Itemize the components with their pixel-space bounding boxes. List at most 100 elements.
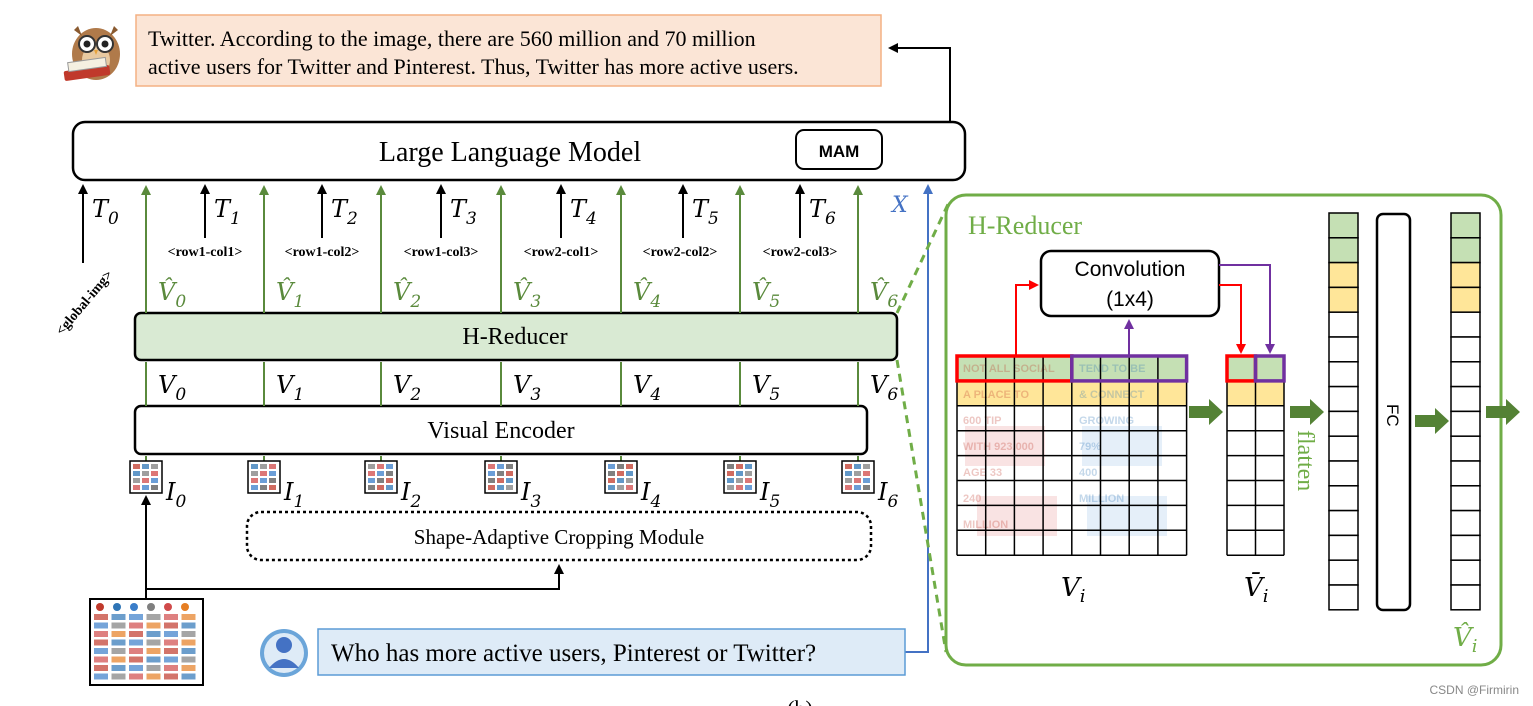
fc-box: [1375, 212, 1412, 612]
watermark: CSDN @Firmirin: [1429, 683, 1519, 697]
h-reducer-box: [133, 311, 899, 362]
vbar-feature-grid: [1225, 354, 1286, 556]
i-label-2: I2: [400, 478, 421, 512]
crop-tile-1: [247, 460, 281, 494]
global-img-tag: <global-img>: [54, 268, 117, 339]
mam-label: MAM: [819, 142, 860, 161]
red-path-out: [1219, 284, 1246, 354]
purple-path-out: [1219, 264, 1275, 354]
i-label-6: I6: [877, 478, 898, 512]
i-label-5: I5: [759, 478, 780, 512]
image-to-cropping-arrow: [146, 564, 564, 590]
position-tag-2: <row1-col2>: [285, 245, 360, 260]
v-label-5: V5: [752, 371, 780, 405]
input-image-thumbnail: [89, 598, 204, 686]
vhat-label-0: V̂0: [158, 278, 186, 312]
x-label: X: [890, 193, 909, 218]
vhat-label-2: V̂2: [393, 278, 421, 312]
patch-text-11: MILLION: [1079, 493, 1124, 505]
token-label-6: T6: [809, 195, 836, 229]
convolution-label-1: Convolution: [1075, 258, 1186, 281]
mam-box: [795, 129, 883, 170]
token-label-3: T3: [450, 195, 477, 229]
v-label-1: V1: [276, 371, 304, 405]
token-label-0: T0: [92, 195, 119, 229]
detail-title: H-Reducer: [968, 211, 1082, 240]
convolution-label-2: (1x4): [1106, 288, 1154, 311]
llm-box: [71, 120, 967, 182]
question-box: [317, 628, 906, 676]
crop-tile-0: [129, 460, 163, 494]
answer-box: [135, 14, 882, 87]
llm-label: Large Language Model: [379, 137, 641, 168]
user-avatar-icon: [260, 629, 308, 677]
token-label-4: T4: [570, 195, 597, 229]
patch-text-1: TEND TO BE: [1079, 363, 1145, 375]
h-reducer-label: H-Reducer: [462, 324, 567, 350]
patch-text-5: GROWING: [1079, 415, 1134, 427]
crop-tile-4: [604, 460, 638, 494]
arrow-output-next: [1486, 399, 1520, 425]
position-tag-4: <row2-col1>: [524, 245, 599, 260]
arrow-vbar-to-flatten: [1290, 399, 1324, 425]
cropping-module-label: Shape-Adaptive Cropping Module: [414, 525, 704, 549]
patch-text-0: NOT ALL SOCIAL: [963, 363, 1055, 375]
vhat-label-6: V̂6: [870, 278, 898, 312]
visual-encoder-label: Visual Encoder: [427, 418, 574, 444]
crop-tile-2: [364, 460, 398, 494]
v-label-2: V2: [393, 371, 421, 405]
patch-text-2: A PLACE TO: [963, 389, 1029, 401]
arrow-fc-to-output: [1415, 408, 1449, 434]
cropping-module-box: [245, 510, 873, 562]
position-tag-1: <row1-col1>: [168, 245, 243, 260]
position-tag-3: <row1-col3>: [404, 245, 479, 260]
zoom-dashed-top: [895, 199, 952, 314]
patch-text-9: 400: [1079, 467, 1097, 479]
vhat-label-1: V̂1: [276, 278, 304, 312]
answer-line-1: Twitter. According to the image, there a…: [148, 26, 756, 51]
flatten-label: flatten: [1292, 430, 1318, 491]
arrow-vi-to-vbar: [1189, 399, 1223, 425]
crop-tile-3: [484, 460, 518, 494]
vhat-i-label: V̂i: [1453, 622, 1478, 657]
v-label-6: V6: [870, 371, 898, 405]
i-label-1: I1: [283, 478, 304, 512]
i-label-3: I3: [520, 478, 541, 512]
i-label-0: I0: [165, 478, 186, 512]
i-label-4: I4: [640, 478, 661, 512]
owl-icon: [63, 26, 120, 81]
token-label-2: T2: [331, 195, 358, 229]
v-label-0: V0: [158, 371, 186, 405]
position-tag-5: <row2-col2>: [643, 245, 718, 260]
position-tag-6: <row2-col3>: [763, 245, 838, 260]
patch-text-6: WITH 923,000: [963, 441, 1034, 453]
patch-text-3: & CONNECT: [1079, 389, 1145, 401]
patch-text-8: AGE 33: [963, 467, 1002, 479]
red-path-in: [1015, 280, 1039, 356]
token-label-1: T1: [214, 195, 241, 229]
question-to-llm-arrow: [905, 184, 933, 653]
convolution-box: [1039, 249, 1221, 318]
flatten-column: [1328, 212, 1359, 611]
zoom-dashed-bottom: [895, 359, 948, 653]
figure-caption: (b): [787, 696, 813, 706]
vhat-label-5: V̂5: [752, 278, 780, 312]
output-column: [1450, 212, 1481, 611]
answer-line-2: active users for Twitter and Pinterest. …: [148, 54, 799, 79]
crop-tile-5: [723, 460, 757, 494]
vi-label: Vi: [1061, 573, 1086, 607]
patch-text-7: 79%: [1079, 441, 1101, 453]
v-label-4: V4: [633, 371, 661, 405]
llm-to-answer-arrow: [888, 43, 951, 122]
vi-feature-grid: NOT ALL SOCIAL TEND TO BE A PLACE TO & CONN…: [955, 354, 1189, 556]
v-label-3: V3: [513, 371, 541, 405]
patch-text-10: 240: [963, 493, 981, 505]
crop-tile-6: [841, 460, 875, 494]
token-label-5: T5: [692, 195, 719, 229]
question-text: Who has more active users, Pinterest or …: [331, 640, 816, 667]
vhat-label-4: V̂4: [633, 278, 661, 312]
vhat-label-3: V̂3: [513, 278, 541, 312]
vbar-label: V̄i: [1244, 571, 1269, 607]
patch-text-4: 600 TIP: [963, 415, 1002, 427]
